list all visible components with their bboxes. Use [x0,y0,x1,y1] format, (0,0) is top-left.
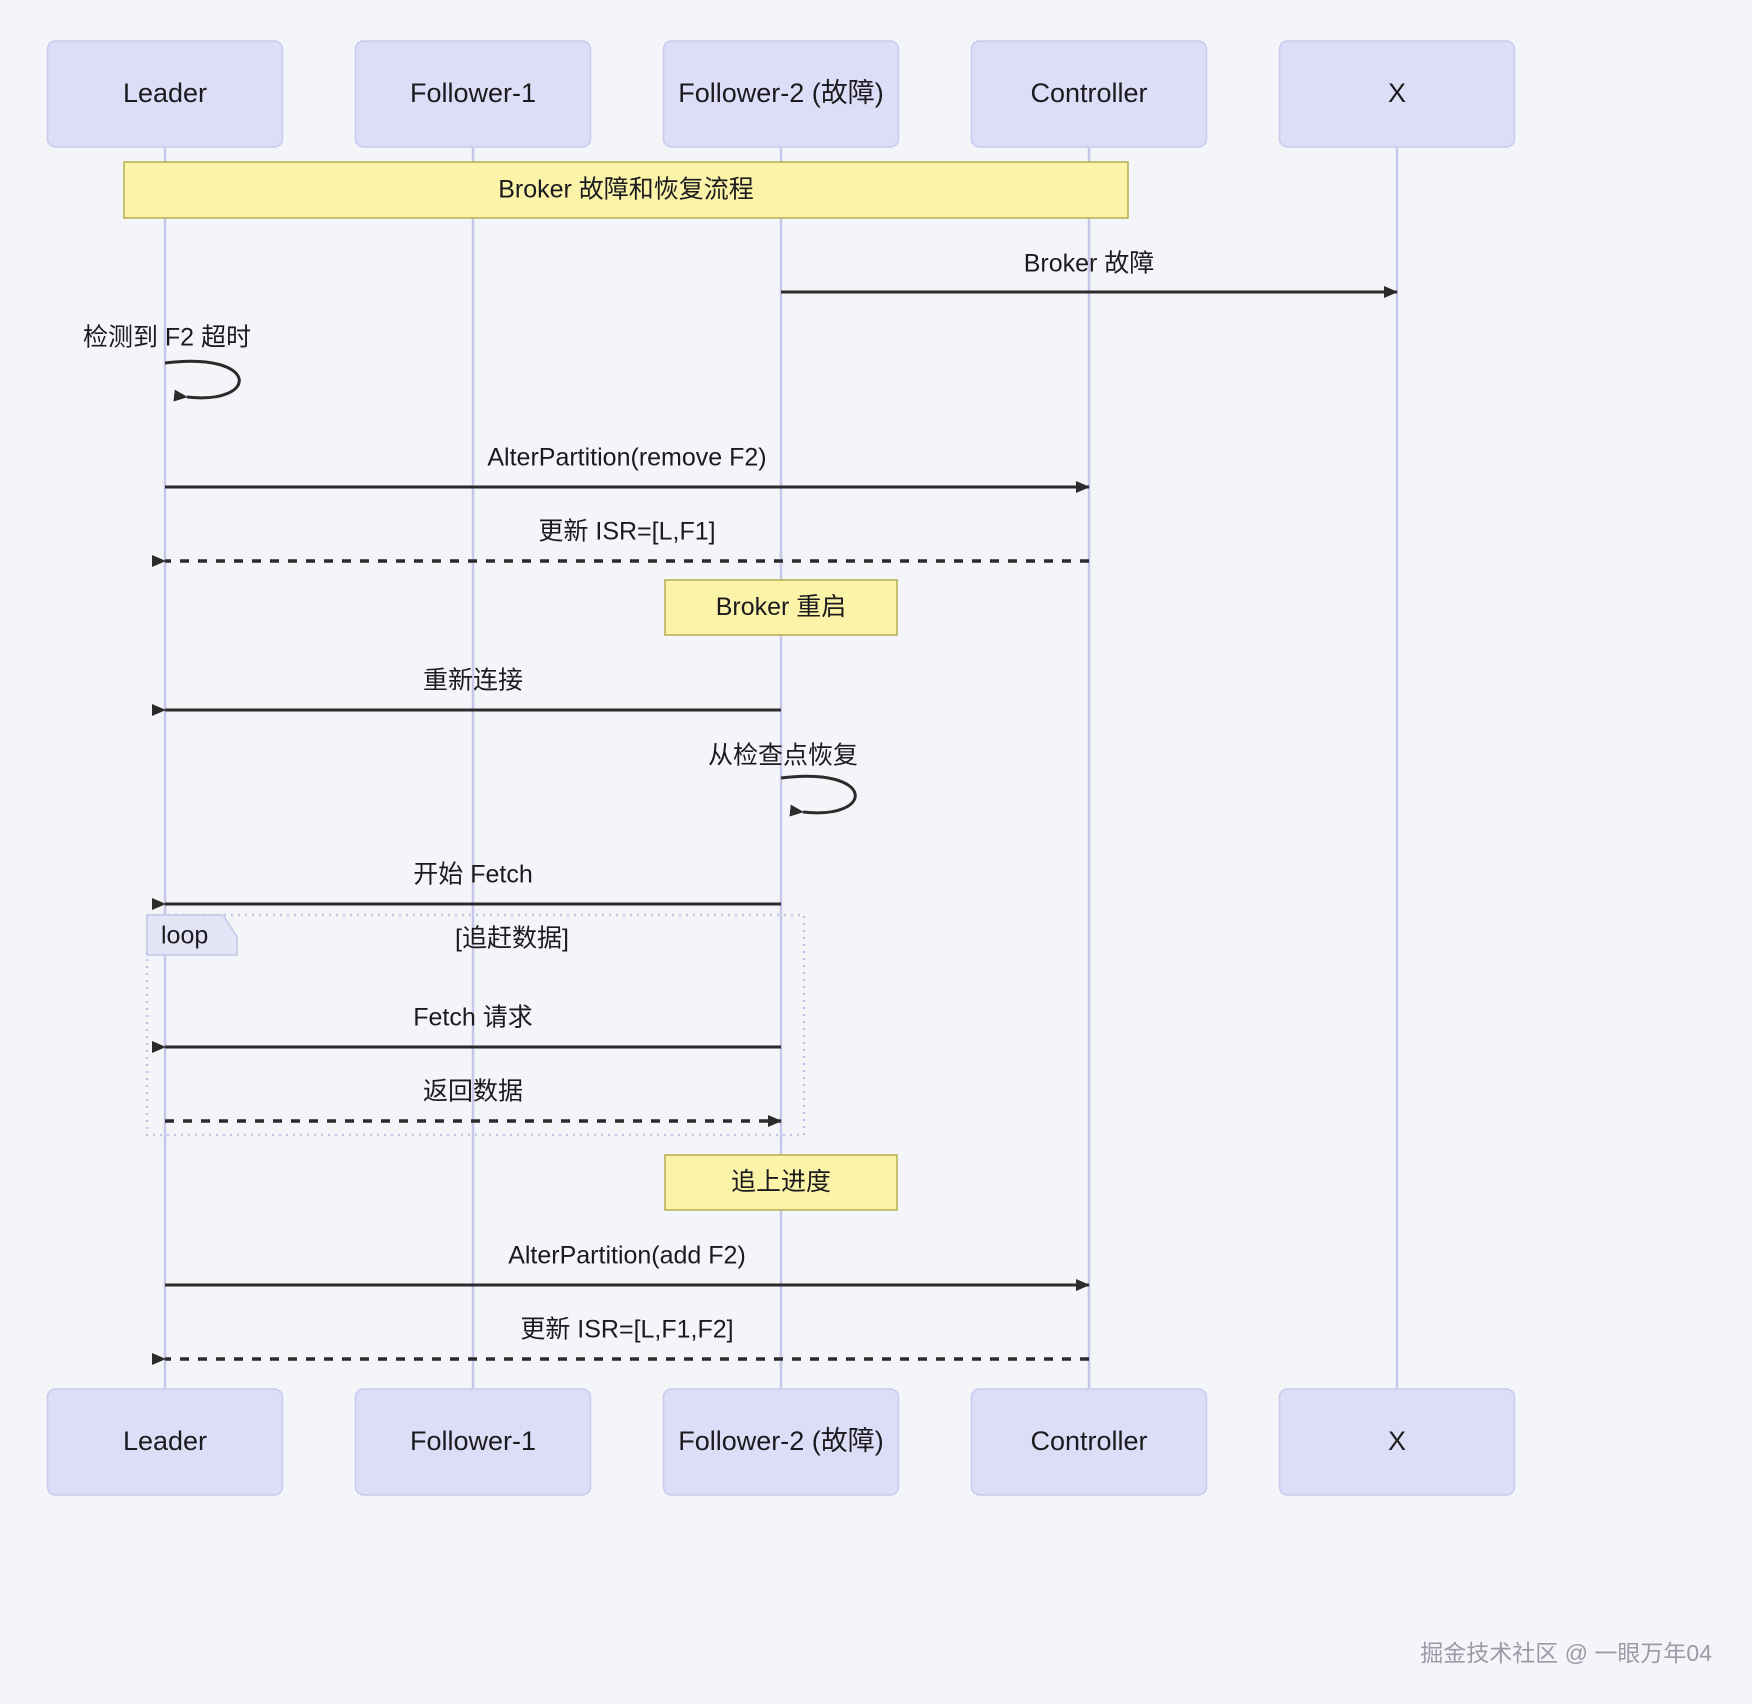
message-label-m7: 开始 Fetch [413,861,532,889]
note-label-note-caught: 追上进度 [731,1168,831,1196]
message-label-m5: 重新连接 [423,667,523,695]
message-m3: AlterPartition(remove F2) [165,444,1090,493]
note-box-note-title[interactable] [123,161,1129,219]
actor-label-x-top: X [1388,78,1406,108]
message-label-m6: 从检查点恢复 [708,742,858,770]
actor-box-follower1-top[interactable] [354,40,592,148]
loop-keyword-label: loop [161,922,208,950]
message-label-m2: 检测到 F2 超时 [83,324,251,352]
actor-box-follower2-bottom[interactable] [662,1388,900,1496]
message-m4: 更新 ISR=[L,F1] [152,518,1089,567]
message-m10: AlterPartition(add F2) [165,1242,1090,1291]
actors-bottom-group: Leader Follower-1 Follower-2 (故障) Controlle… [46,1388,1516,1496]
message-m9: 返回数据 [165,1078,782,1127]
message-label-m4: 更新 ISR=[L,F1] [538,518,715,546]
message-label-m11: 更新 ISR=[L,F1,F2] [520,1316,733,1344]
actor-label-follower2-top: Follower-2 (故障) [678,78,884,108]
message-m5: 重新连接 [152,667,781,716]
lifelines-group [163,147,1399,1389]
actor-box-leader-top[interactable] [46,40,284,148]
actor-label-follower1-bottom: Follower-1 [410,1426,536,1456]
loop-fragment-group: loop [追赶数据] [145,913,806,1137]
actor-box-follower2-top[interactable] [662,40,900,148]
message-m6: 从检查点恢复 [708,742,858,817]
message-label-m3: AlterPartition(remove F2) [487,444,766,472]
actor-label-leader-top: Leader [123,78,207,108]
self-message-arc-m2 [164,359,241,402]
note-label-note-restart: Broker 重启 [716,593,847,621]
actor-box-controller-top[interactable] [970,40,1208,148]
actor-label-x-bottom: X [1388,1426,1406,1456]
actor-label-controller-top: Controller [1030,78,1147,108]
actor-box-follower1-bottom[interactable] [354,1388,592,1496]
message-label-m10: AlterPartition(add F2) [508,1242,746,1270]
loop-frame [145,913,806,1137]
message-m2: 检测到 F2 超时 [83,324,251,402]
message-label-m9: 返回数据 [423,1078,523,1106]
self-message-arc-m6 [780,774,857,817]
actor-box-x-top[interactable] [1278,40,1516,148]
message-m8: Fetch 请求 [152,1004,781,1053]
note-label-note-title: Broker 故障和恢复流程 [498,176,754,204]
message-m11: 更新 ISR=[L,F1,F2] [152,1316,1089,1365]
actor-box-controller-bottom[interactable] [970,1388,1208,1496]
loop-tab [146,914,238,956]
actor-label-follower2-bottom: Follower-2 (故障) [678,1426,884,1456]
actor-label-controller-bottom: Controller [1030,1426,1147,1456]
watermark-label: 掘金技术社区 @ 一眼万年04 [1420,1640,1712,1666]
actor-box-leader-bottom[interactable] [46,1388,284,1496]
actor-box-x-bottom[interactable] [1278,1388,1516,1496]
message-label-m8: Fetch 请求 [413,1004,532,1032]
loop-condition-label: [追赶数据] [455,925,569,953]
actor-label-leader-bottom: Leader [123,1426,207,1456]
message-m7: 开始 Fetch [152,861,781,910]
actors-top-group: Leader Follower-1 Follower-2 (故障) Controlle… [46,40,1516,148]
actor-label-follower1-top: Follower-1 [410,78,536,108]
note-box-note-restart[interactable] [664,579,898,636]
note-box-note-caught[interactable] [664,1154,898,1211]
message-m1: Broker 故障 [781,250,1398,298]
watermark-group: 掘金技术社区 @ 一眼万年04 [1420,1640,1712,1666]
message-label-m1: Broker 故障 [1024,250,1155,278]
